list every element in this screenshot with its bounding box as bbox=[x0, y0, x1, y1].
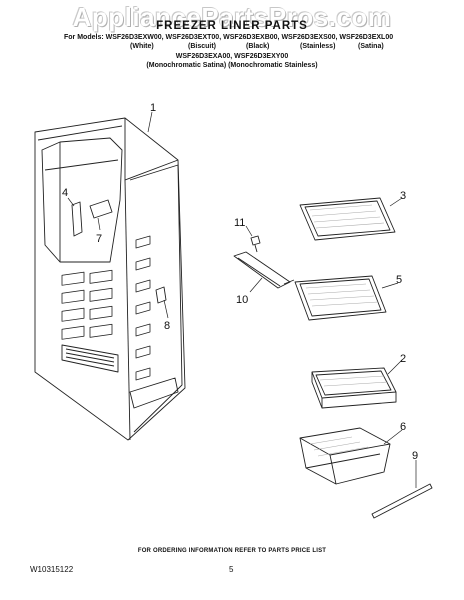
callout-7: 7 bbox=[96, 233, 102, 245]
watermark: AppliancePartsPros.com bbox=[72, 2, 392, 32]
models-line: For Models: WSF26D3EXW00, WSF26D3EXT00, … bbox=[64, 34, 394, 41]
trim-strip-part bbox=[371, 483, 433, 519]
glass-shelf-lower-part bbox=[294, 275, 387, 321]
callout-6: 6 bbox=[400, 421, 406, 433]
finish-label: (Stainless) bbox=[300, 43, 336, 50]
callout-1: 1 bbox=[150, 102, 156, 114]
page-title: FREEZER LINER PARTS bbox=[156, 20, 308, 32]
callout-4: 4 bbox=[62, 187, 68, 199]
callout-8: 8 bbox=[164, 320, 170, 332]
freezer-liner-part bbox=[34, 117, 186, 441]
finishes-line-2: (Monochromatic Satina) (Monochromatic St… bbox=[146, 62, 318, 69]
models-line-2: WSF26D3EXA00, WSF26D3EXY00 bbox=[175, 53, 289, 60]
ordering-note: FOR ORDERING INFORMATION REFER TO PARTS … bbox=[137, 548, 327, 554]
callout-2: 2 bbox=[400, 353, 406, 365]
screw-part bbox=[250, 235, 261, 253]
glass-shelf-upper-part bbox=[299, 197, 396, 241]
callout-11: 11 bbox=[234, 217, 245, 229]
document-number: W10315122 bbox=[30, 565, 74, 574]
callout-3: 3 bbox=[400, 190, 406, 202]
finish-label: (Satina) bbox=[358, 43, 384, 50]
page-number: 5 bbox=[229, 565, 234, 574]
shelf-assembly-part bbox=[311, 367, 397, 409]
finish-label: (White) bbox=[130, 43, 154, 50]
callout-10: 10 bbox=[236, 294, 248, 306]
shelf-bracket-part bbox=[233, 251, 295, 289]
finish-label: (Black) bbox=[246, 43, 270, 50]
finish-label: (Biscuit) bbox=[188, 43, 216, 50]
callout-5: 5 bbox=[396, 274, 402, 286]
callout-9: 9 bbox=[412, 450, 418, 462]
freezer-bin-part bbox=[299, 427, 391, 485]
